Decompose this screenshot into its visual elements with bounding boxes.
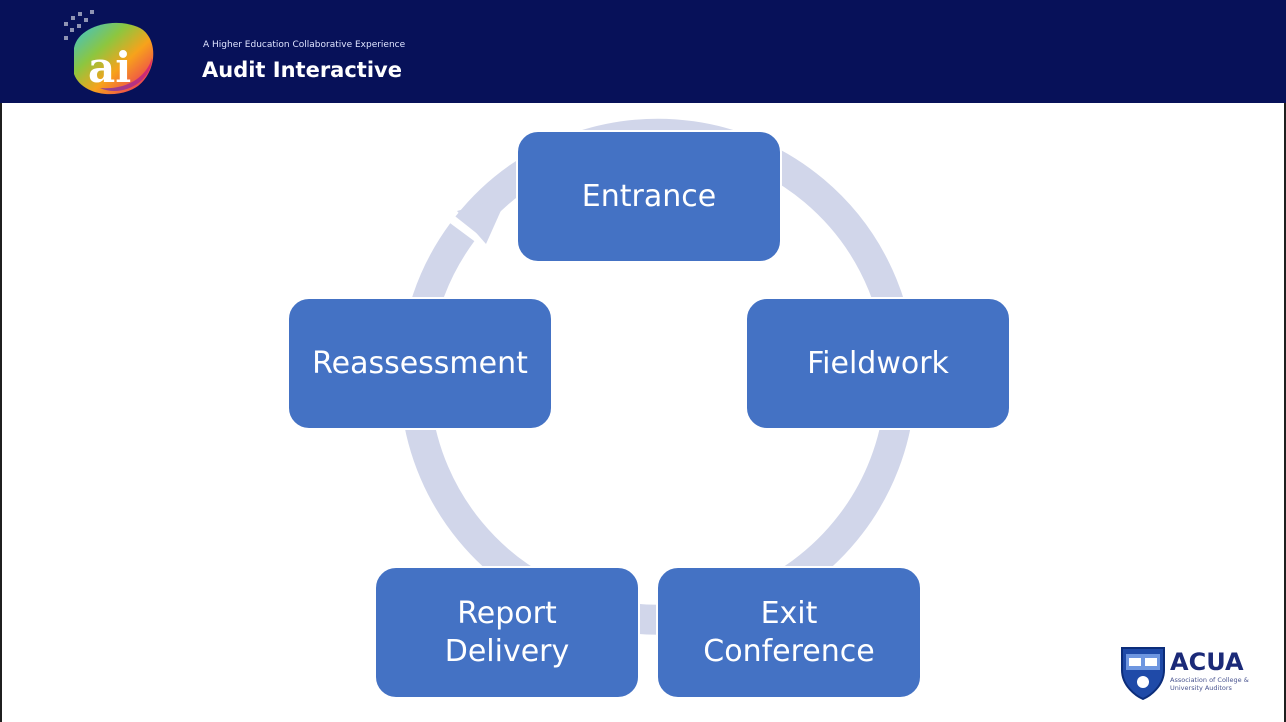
node-entrance: Entrance (516, 130, 782, 263)
node-fieldwork-label: Fieldwork (807, 345, 949, 381)
node-report-delivery: Report Delivery (374, 566, 640, 699)
node-exit-conference: Exit Conference (656, 566, 922, 699)
header-title: Audit Interactive (202, 58, 402, 82)
acua-logo (1121, 647, 1165, 700)
logo-letters: ai (88, 43, 131, 92)
header-tagline: A Higher Education Collaborative Experie… (203, 40, 406, 50)
frame-border-left (0, 103, 2, 722)
node-report-delivery-label: Report Delivery (444, 595, 570, 669)
acua-name: ACUA (1170, 648, 1244, 676)
node-exit-conference-label: Exit Conference (703, 595, 875, 669)
node-fieldwork: Fieldwork (745, 297, 1011, 430)
header-banner: ai A Higher Education Collaborative Expe… (0, 0, 1286, 103)
cycle-arrow-head (457, 197, 507, 244)
node-entrance-label: Entrance (581, 178, 717, 214)
frame-border-right (1284, 103, 1286, 722)
acua-subtitle: Association of College & University Audi… (1170, 676, 1249, 692)
ai-logo: ai (64, 10, 154, 95)
node-reassessment-label: Reassessment (312, 345, 528, 381)
node-reassessment: Reassessment (287, 297, 553, 430)
